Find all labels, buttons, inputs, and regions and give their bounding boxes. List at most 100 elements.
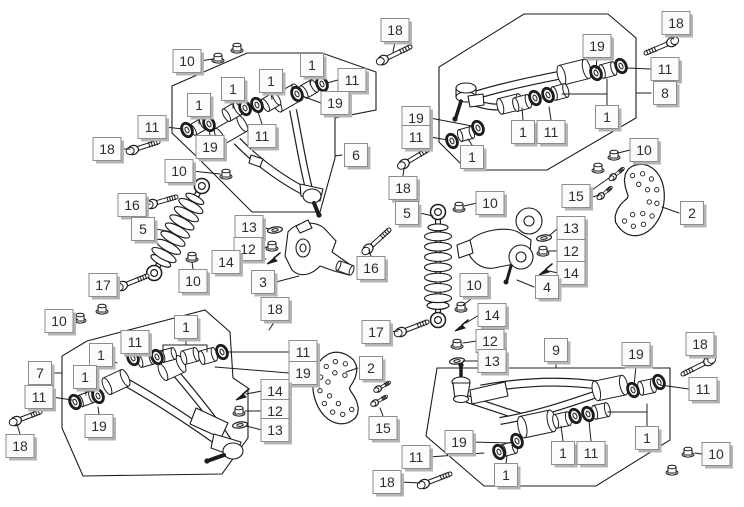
bolt-icon [393,319,430,338]
nut-icon [230,42,244,54]
seal-ring-icon [445,132,459,150]
part-label-11: 11 [337,68,369,95]
seal-ring-icon [581,405,595,423]
part-label-10: 10 [164,159,196,186]
part-label-text: 1 [182,319,190,335]
part-label-text: 13 [267,422,283,438]
part-label-text: 18 [267,301,283,317]
part-label-text: 11 [128,334,143,350]
part-label-6: 6 [344,143,371,170]
part-label-text: 7 [36,365,44,381]
part-label-text: 5 [139,221,147,237]
part-label-text: 19 [295,365,311,381]
seal-ring-icon [250,96,264,114]
part-label-1: 1 [551,441,578,468]
part-label-text: 14 [267,383,283,399]
part-label-19: 19 [195,135,227,162]
nut-icon [450,338,464,350]
part-label-17: 17 [88,273,120,300]
part-label-text: 19 [408,110,424,126]
part-label-1: 1 [174,315,201,342]
part-label-text: 14 [484,307,500,323]
part-label-text: 19 [91,418,107,434]
cotter-pin-icon [266,252,281,265]
washer-icon [535,234,553,242]
part-label-text: 17 [368,324,384,340]
bolt-icon [370,394,388,407]
nut-icon [219,168,233,180]
part-label-1: 1 [494,463,521,490]
bolt-icon [375,44,413,66]
part-label-text: 18 [692,336,708,352]
seal-ring-icon [471,119,485,137]
part-label-text: 10 [636,142,652,158]
part-label-11: 11 [401,445,433,472]
part-label-5: 5 [131,217,158,244]
seal-ring-icon [492,443,506,461]
part-label-5: 5 [395,201,422,228]
part-label-13: 13 [556,216,588,243]
part-body [469,381,509,405]
part-label-text: 1 [195,97,203,113]
part-label-text: 11 [145,119,160,135]
part-label-text: 5 [403,205,411,221]
part-label-text: 13 [241,219,257,235]
bolt-icon [643,36,680,56]
part-label-text: 15 [375,420,391,436]
part-label-text: 18 [12,438,28,454]
part-label-11: 11 [120,330,152,357]
bushing-sleeve-icon [101,368,131,396]
part-label-11: 11 [576,441,608,468]
part-label-text: 10 [179,53,195,69]
part-label-18: 18 [661,11,693,38]
part-label-14: 14 [477,303,509,330]
part-label-text: 10 [171,163,187,179]
bolt-icon [608,166,625,182]
seal-ring-icon [614,57,628,75]
part-label-18: 18 [685,332,717,359]
seal-ring-icon [150,348,164,366]
seal-ring-icon [528,89,542,107]
part-label-text: 17 [95,277,111,293]
assembly-outline-lower-arm-right-box [425,367,671,487]
part-label-1: 1 [89,343,116,370]
part-label-13: 13 [260,418,292,445]
part-label-text: 11 [544,124,559,140]
part-label-text: 1 [468,149,476,165]
bushing-sleeve-icon [180,346,200,366]
nut-icon [185,251,199,263]
part-label-13: 13 [477,349,509,376]
part-label-16: 16 [356,256,388,283]
washer-icon [231,421,249,429]
part-label-18: 18 [388,176,420,203]
part-label-text: 2 [367,360,375,376]
bolt-icon [125,139,161,156]
assembly-outline-upper-arm-right-box [438,13,637,171]
part-label-text: 12 [482,333,498,349]
part-label-10: 10 [629,138,661,165]
part-body [456,239,474,259]
part-label-10: 10 [459,273,491,300]
part-label-text: 18 [379,474,395,490]
part-label-text: 8 [661,85,669,101]
part-label-text: 19 [628,346,644,362]
part-label-14: 14 [556,261,588,288]
part-label-text: 19 [451,434,467,450]
part-label-text: 12 [563,243,579,259]
part-label-text: 11 [696,381,711,397]
bushing-sleeve-icon [335,260,355,276]
nut-icon [95,303,109,315]
assembly-outline-upper-arm-left-box [171,52,377,213]
part-label-text: 14 [218,254,234,270]
part-label-text: 15 [568,188,584,204]
seal-ring-icon [68,393,82,411]
part-label-text: 3 [259,274,267,290]
part-label-10: 10 [172,49,204,76]
part-label-text: 11 [584,445,599,461]
part-label-text: 19 [589,38,605,54]
part-label-10: 10 [44,309,76,336]
part-label-text: 1 [603,109,611,125]
part-label-2: 2 [680,201,707,228]
